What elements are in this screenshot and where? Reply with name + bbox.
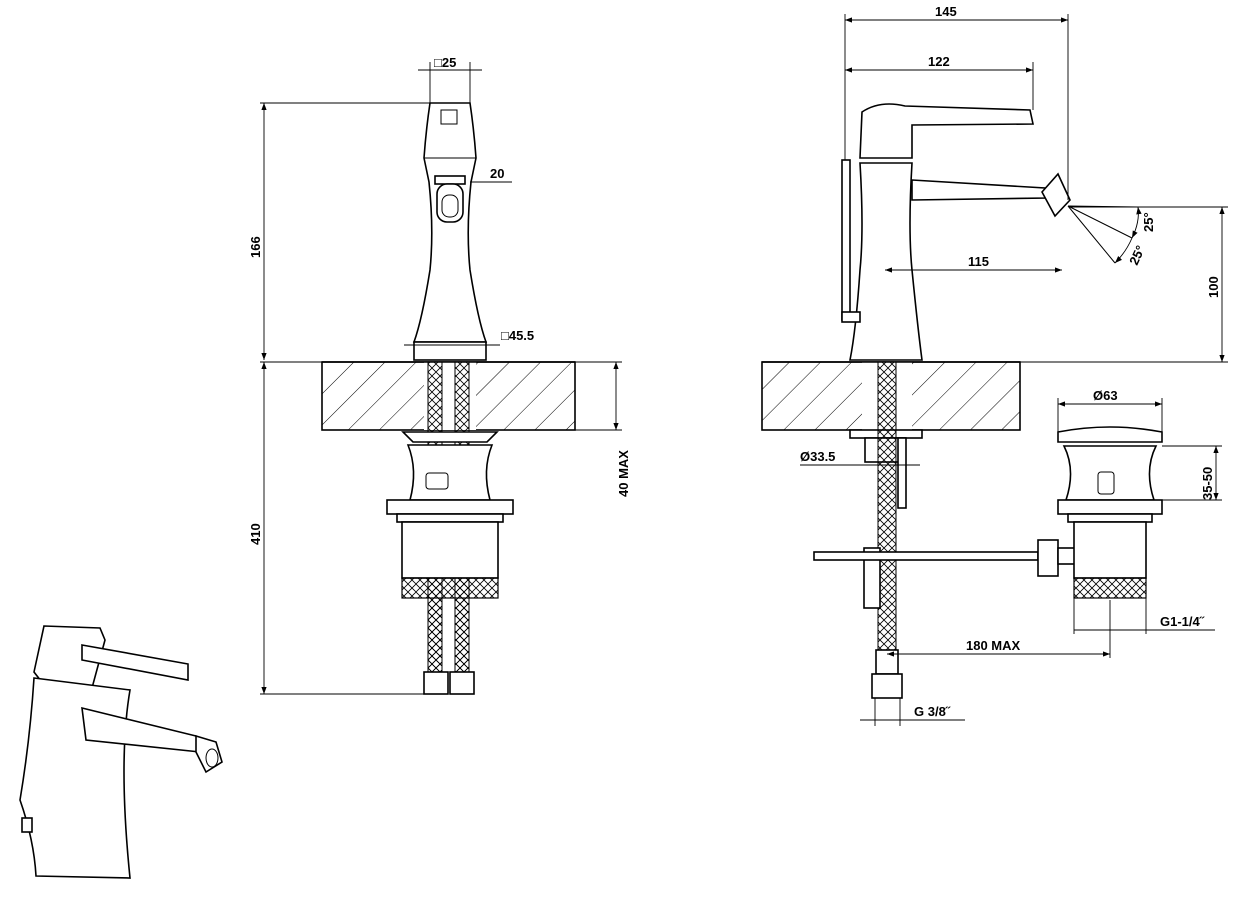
waste-side	[1057, 426, 1163, 443]
dim-waste-thread: G1-1/4˝	[1160, 614, 1205, 629]
dim-shank-diameter: Ø33.5	[800, 449, 835, 464]
dim-deck-thickness: 40 MAX	[616, 450, 631, 497]
dim-base-square: □45.5	[501, 328, 534, 343]
dim-waste-diameter: Ø63	[1093, 388, 1118, 403]
perspective-view	[19, 625, 223, 879]
dim-height-above-deck: 166	[248, 236, 263, 258]
dim-top-square: □25	[434, 55, 456, 70]
dim-spout-reach: 115	[968, 254, 989, 269]
dim-angle-up: 25°	[1141, 212, 1156, 232]
dim-overall-reach: 145	[935, 4, 957, 19]
mixer-body-side	[849, 162, 923, 361]
front-view: □25 20 166 □45.5 410 40 MAX	[248, 55, 631, 695]
dim-below-deck: 410	[248, 523, 263, 545]
dim-hose-thread: G 3/8˝	[914, 704, 951, 719]
side-view: 145 122 115 25° 25° 100 Ø63 35-50 Ø33.5 …	[761, 4, 1228, 726]
dim-outlet-width: 20	[490, 166, 504, 181]
dim-angle-down: 25°	[1126, 243, 1148, 267]
dim-rod-length: 180 MAX	[966, 638, 1021, 653]
mixer-handle-side	[859, 103, 1034, 159]
dim-waste-height: 35-50	[1200, 467, 1215, 500]
dim-handle-reach: 122	[928, 54, 950, 69]
waste-front	[401, 431, 499, 443]
dim-spout-height: 100	[1206, 276, 1221, 298]
